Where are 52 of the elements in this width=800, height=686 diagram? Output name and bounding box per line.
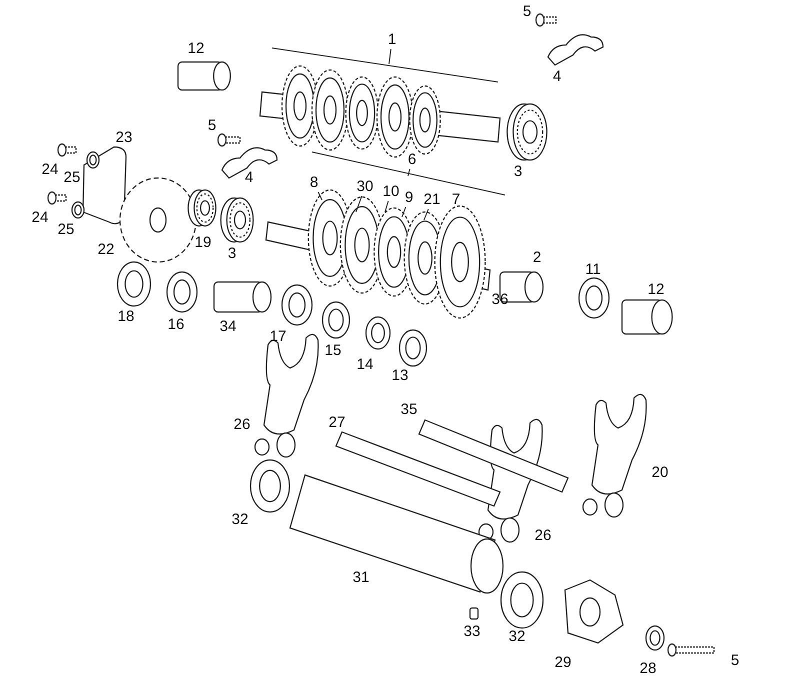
leader-line (318, 192, 322, 200)
leader-line (356, 196, 362, 212)
callout-number: 36 (492, 292, 508, 308)
callout-number: 32 (508, 629, 526, 645)
callout-number: 11 (585, 262, 601, 278)
callout-number: 23 (116, 130, 132, 146)
leader-line (388, 48, 392, 64)
callout-number: 12 (648, 282, 664, 298)
callout-number: 16 (168, 317, 184, 333)
leader-line (402, 206, 406, 218)
callout-number: 18 (118, 309, 134, 325)
callout-number: 24 (32, 210, 48, 226)
callout-number: 24 (42, 162, 58, 178)
callout-number: 25 (64, 170, 80, 186)
callout-number: 10 (382, 184, 400, 200)
callout-number: 33 (464, 624, 480, 640)
callout-number: 13 (392, 368, 408, 384)
callout-number: 26 (234, 417, 250, 433)
leader-line (384, 200, 389, 212)
callout-number: 30 (356, 179, 374, 195)
callout-number: 35 (400, 402, 418, 418)
callout-number: 25 (58, 222, 74, 238)
callout-number: 15 (324, 343, 342, 359)
callout-number: 7 (452, 192, 460, 208)
callout-number: 22 (98, 242, 114, 258)
leader-line (424, 208, 429, 220)
callout-number: 20 (652, 465, 668, 481)
callout-number: 5 (730, 653, 740, 669)
callout-number: 5 (208, 118, 216, 134)
callout-number: 21 (424, 192, 440, 208)
callout-number: 19 (194, 235, 212, 251)
callout-number: 9 (404, 190, 414, 206)
callout-number: 3 (514, 164, 522, 180)
callout-number: 14 (356, 357, 374, 373)
callout-number: 12 (188, 41, 204, 57)
callout-number: 34 (220, 319, 236, 335)
callout-number: 2 (532, 250, 542, 266)
callout-number: 5 (522, 4, 532, 20)
callout-number: 3 (228, 246, 236, 262)
callout-number: 29 (554, 655, 572, 671)
callout-number: 1 (388, 32, 396, 48)
callout-number: 26 (534, 528, 552, 544)
callout-number: 31 (352, 570, 370, 586)
callout-number: 27 (328, 415, 346, 431)
callout-number: 17 (270, 329, 286, 345)
callout-number: 28 (640, 661, 656, 677)
callout-number: 6 (408, 152, 416, 168)
callout-number: 4 (552, 69, 562, 85)
callout-number: 4 (244, 170, 254, 186)
leader-line (408, 168, 410, 176)
callout-number: 8 (310, 175, 318, 191)
callout-number: 32 (232, 512, 248, 528)
